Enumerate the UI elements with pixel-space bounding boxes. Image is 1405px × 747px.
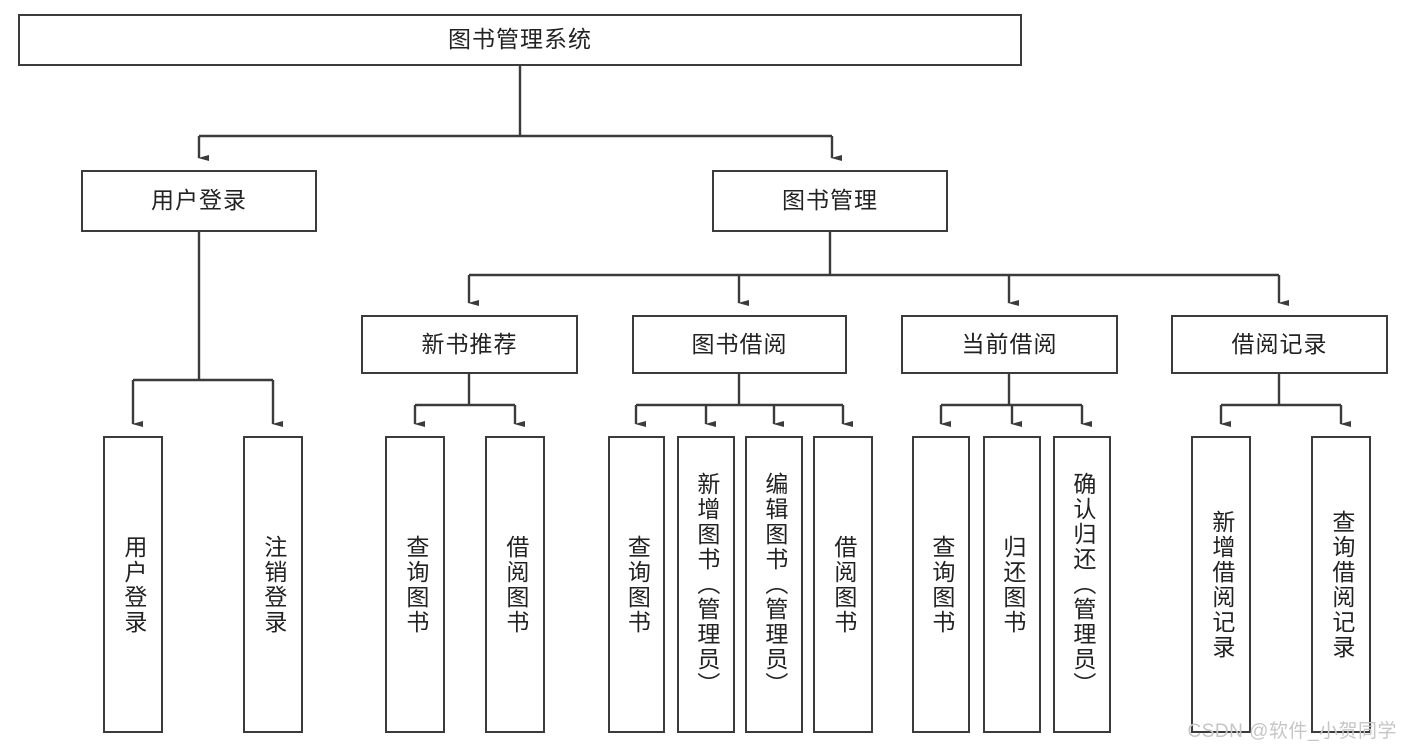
node-new-book-recommend[interactable]: 新书推荐: [361, 315, 578, 374]
node-label: 查询借阅记录: [1328, 509, 1355, 660]
leaf-return-book[interactable]: 归还图书: [983, 436, 1041, 733]
node-label: 借阅记录: [1231, 330, 1328, 357]
node-label: 查询图书: [402, 534, 429, 635]
leaf-edit-book-admin[interactable]: 编辑图书（管理员）: [745, 436, 803, 733]
watermark-text: CSDN @软件_小贺同学: [1187, 721, 1397, 742]
leaf-confirm-return-admin[interactable]: 确认归还（管理员）: [1053, 436, 1111, 733]
node-user-login[interactable]: 用户登录: [81, 170, 317, 232]
leaf-borrow-book[interactable]: 借阅图书: [813, 436, 873, 733]
node-root-system[interactable]: 图书管理系统: [18, 14, 1022, 66]
leaf-query-book-recommend[interactable]: 查询图书: [385, 436, 445, 733]
node-borrow-record[interactable]: 借阅记录: [1171, 315, 1388, 374]
leaf-query-book-current[interactable]: 查询图书: [912, 436, 970, 733]
node-label: 借阅图书: [502, 534, 529, 635]
leaf-add-borrow-record[interactable]: 新增借阅记录: [1191, 436, 1251, 733]
leaf-user-login[interactable]: 用户登录: [103, 436, 163, 733]
leaf-borrow-book-recommend[interactable]: 借阅图书: [485, 436, 545, 733]
node-label: 新书推荐: [421, 330, 518, 357]
node-label: 借阅图书: [830, 534, 857, 635]
node-label: 编辑图书（管理员）: [761, 472, 788, 697]
node-label: 新增图书（管理员）: [693, 472, 720, 697]
node-label: 图书管理: [782, 187, 878, 214]
node-book-borrow[interactable]: 图书借阅: [632, 315, 847, 374]
node-label: 确认归还（管理员）: [1069, 472, 1096, 697]
node-label: 图书管理系统: [448, 26, 592, 53]
node-label: 图书借阅: [691, 330, 788, 357]
node-label: 用户登录: [120, 534, 147, 635]
node-current-borrow[interactable]: 当前借阅: [901, 315, 1118, 374]
leaf-add-book-admin[interactable]: 新增图书（管理员）: [677, 436, 735, 733]
leaf-query-borrow-record[interactable]: 查询借阅记录: [1311, 436, 1371, 733]
node-label: 当前借阅: [961, 330, 1058, 357]
leaf-logout[interactable]: 注销登录: [243, 436, 303, 733]
node-label: 查询图书: [928, 534, 955, 635]
node-label: 新增借阅记录: [1208, 509, 1235, 660]
node-label: 注销登录: [260, 534, 287, 635]
node-book-management[interactable]: 图书管理: [712, 170, 948, 232]
node-label: 用户登录: [151, 187, 247, 214]
node-label: 归还图书: [999, 534, 1026, 635]
node-label: 查询图书: [624, 534, 651, 635]
leaf-query-book-borrow[interactable]: 查询图书: [608, 436, 665, 733]
